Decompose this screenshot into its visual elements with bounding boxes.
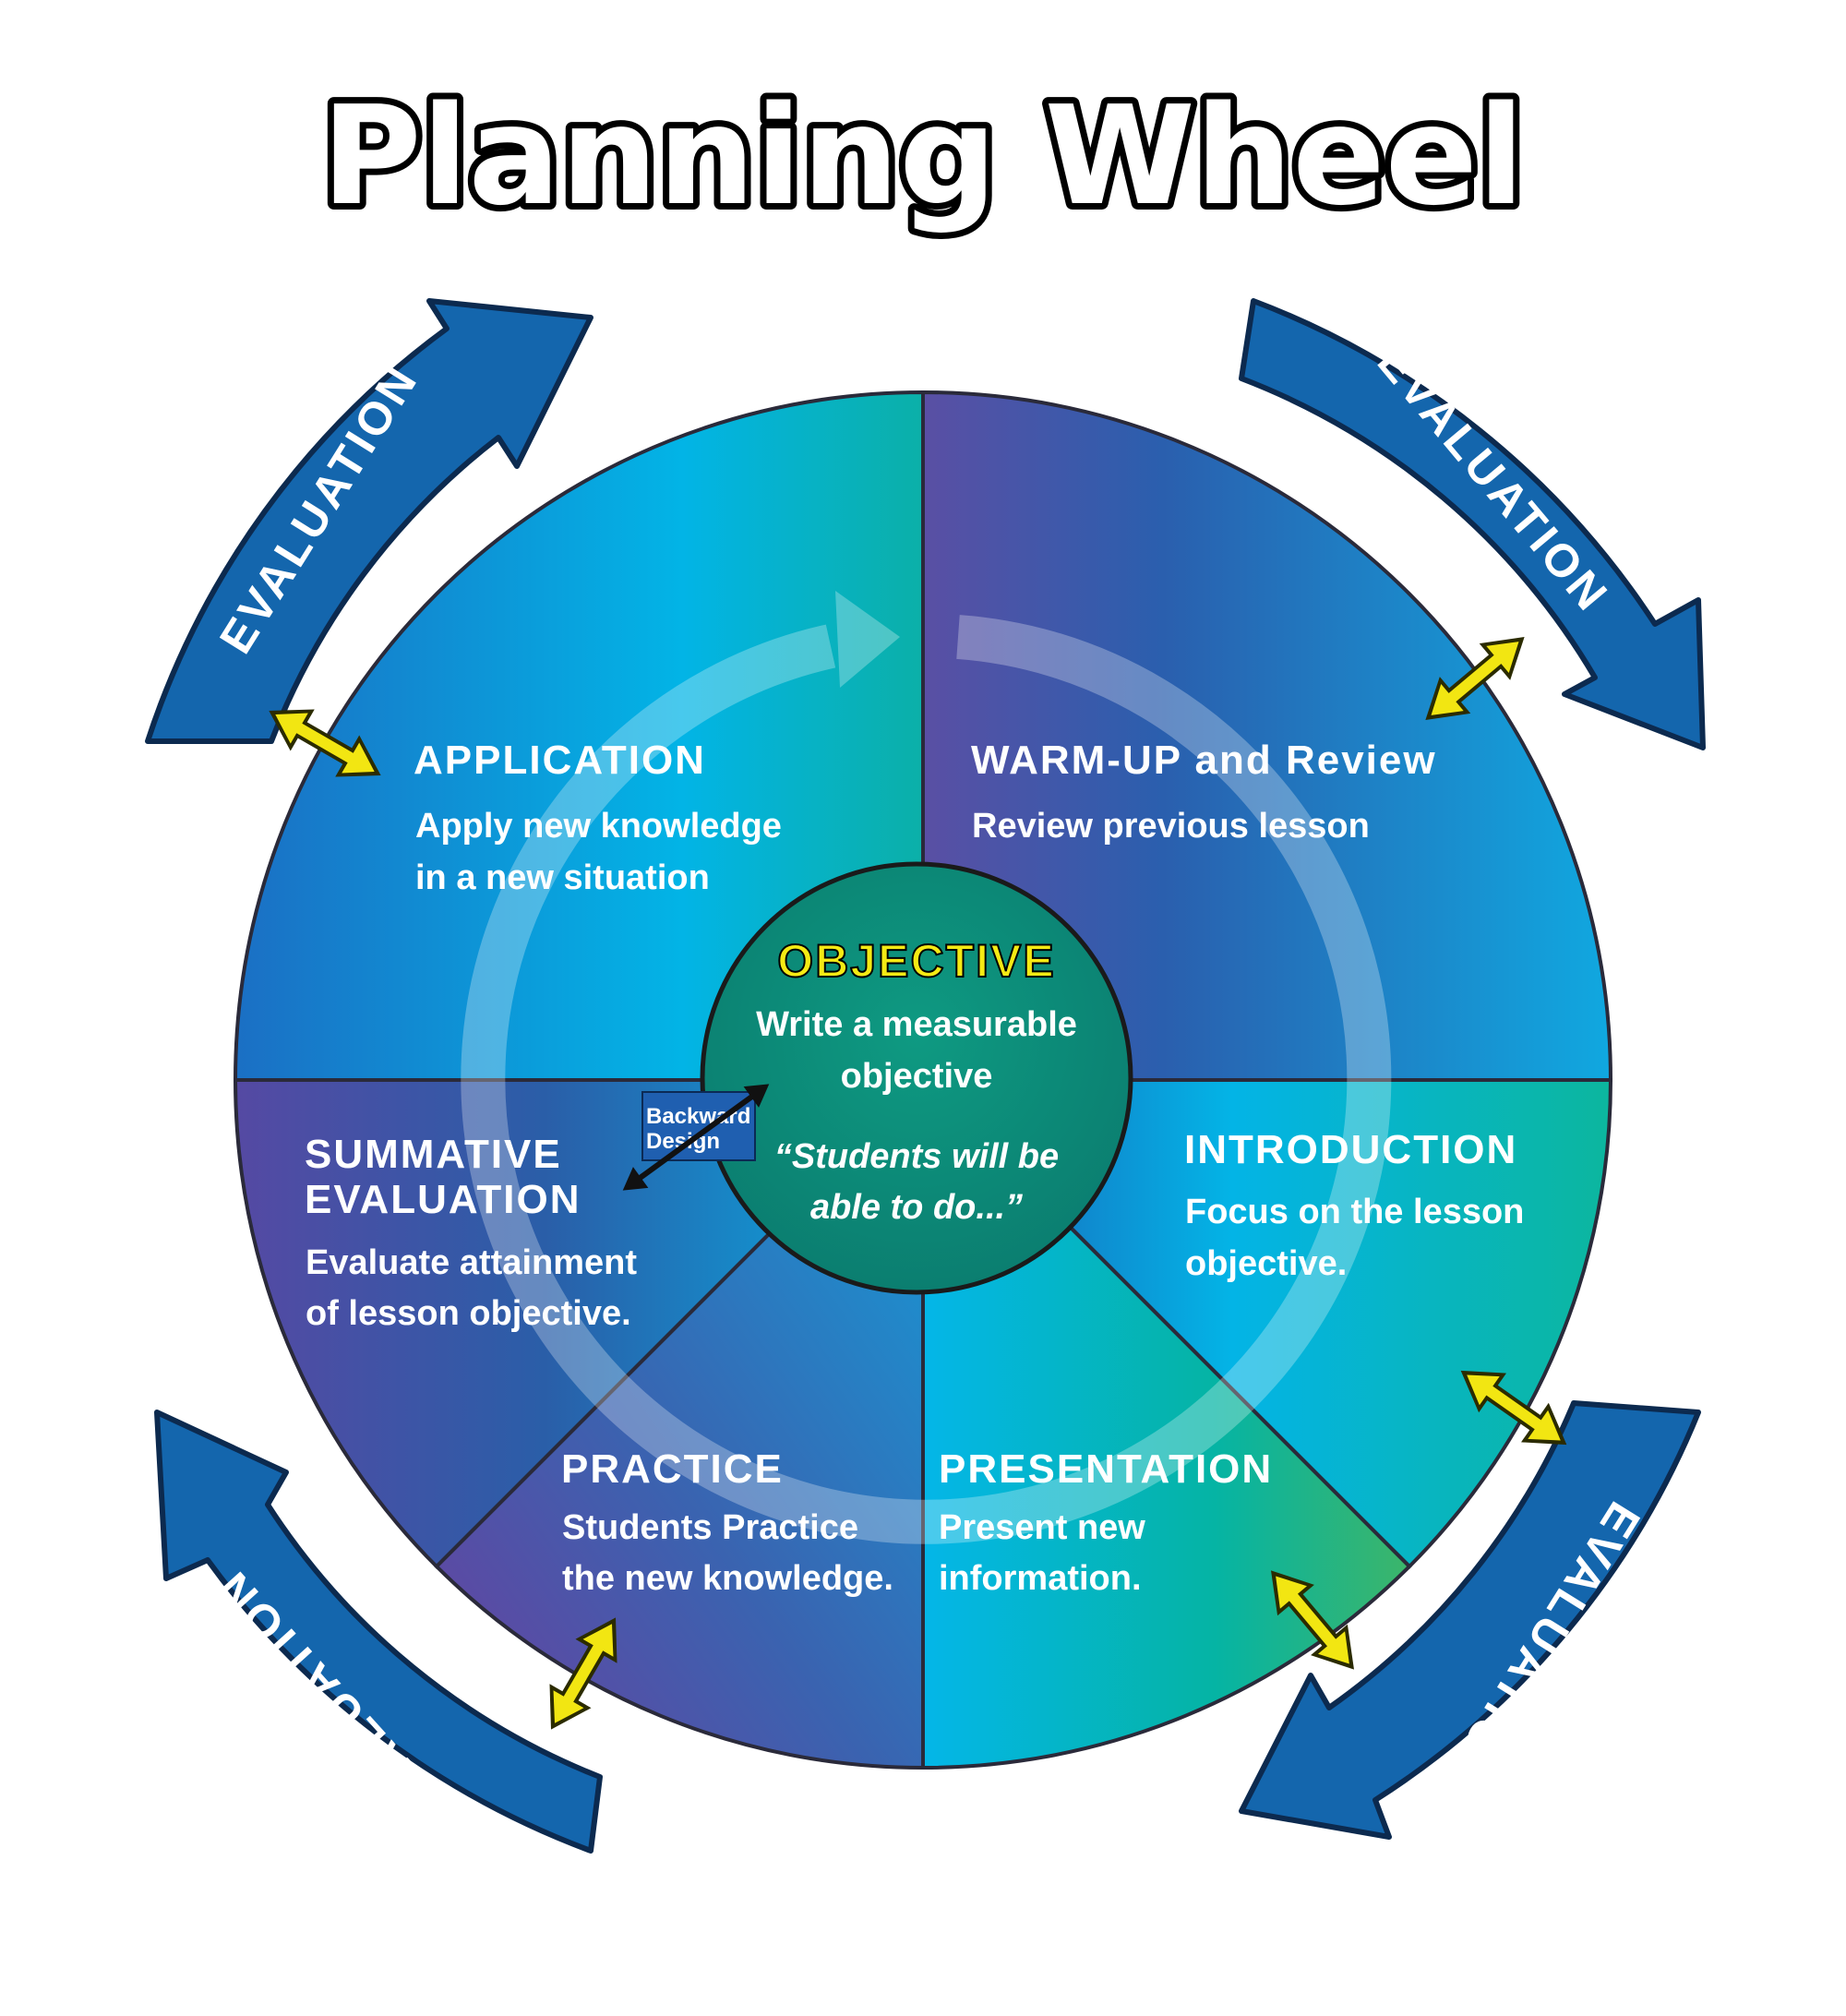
practice-heading: PRACTICE xyxy=(561,1446,784,1492)
backward-design-line2: Design xyxy=(646,1129,720,1154)
introduction-text-line2: objective. xyxy=(1185,1244,1347,1283)
sector-introduction xyxy=(918,1078,1613,1569)
objective-heading: OBJECTIVE xyxy=(777,935,1055,987)
sector-warmup xyxy=(921,390,1613,1082)
application-heading: APPLICATION xyxy=(414,738,706,783)
introduction-heading: INTRODUCTION xyxy=(1184,1127,1517,1172)
cycle-ring-arrowhead xyxy=(835,591,900,688)
backward-design-arrow xyxy=(622,1084,770,1191)
summative-text-line2: of lesson objective. xyxy=(306,1294,631,1333)
practice-text-line1: Students Practice xyxy=(562,1508,858,1547)
sector-application xyxy=(233,390,925,1082)
application-text-line2: in a new situation xyxy=(415,858,710,897)
page-title: Planning Wheel xyxy=(321,77,1524,235)
objective-quote-line1: “Students will be xyxy=(774,1137,1059,1176)
objective-quote-line2: able to do...” xyxy=(810,1188,1023,1227)
evaluation-label-top-right: EVALUATION xyxy=(1368,336,1620,622)
introduction-text-line1: Focus on the lesson xyxy=(1185,1193,1524,1231)
summative-text-line1: Evaluate attainment xyxy=(306,1243,637,1282)
objective-text-line2: objective xyxy=(841,1057,993,1096)
evaluation-arrow-top-left xyxy=(145,298,593,744)
objective-text-line1: Write a measurable xyxy=(756,1005,1077,1044)
warmup-text-line1: Review previous lesson xyxy=(972,807,1370,846)
summative-heading-line1: SUMMATIVE xyxy=(305,1132,562,1177)
evaluation-arrow-top-right xyxy=(1239,298,1706,750)
practice-text-line2: the new knowledge. xyxy=(562,1559,893,1598)
presentation-text-line2: information. xyxy=(939,1559,1142,1598)
evaluation-arrow-bottom-right xyxy=(1239,1400,1701,1840)
cycle-ring-arrow xyxy=(461,615,1392,1544)
application-text-line1: Apply new knowledge xyxy=(415,807,782,846)
summative-heading-line2: EVALUATION xyxy=(305,1177,581,1222)
presentation-heading: PRESENTATION xyxy=(939,1446,1273,1492)
presentation-text-line1: Present new xyxy=(939,1508,1145,1547)
warmup-heading: WARM-UP and Review xyxy=(971,738,1437,783)
objective-circle xyxy=(700,861,1133,1295)
backward-design-box xyxy=(641,1091,756,1161)
evaluation-arrow-bottom-left xyxy=(154,1410,603,1854)
